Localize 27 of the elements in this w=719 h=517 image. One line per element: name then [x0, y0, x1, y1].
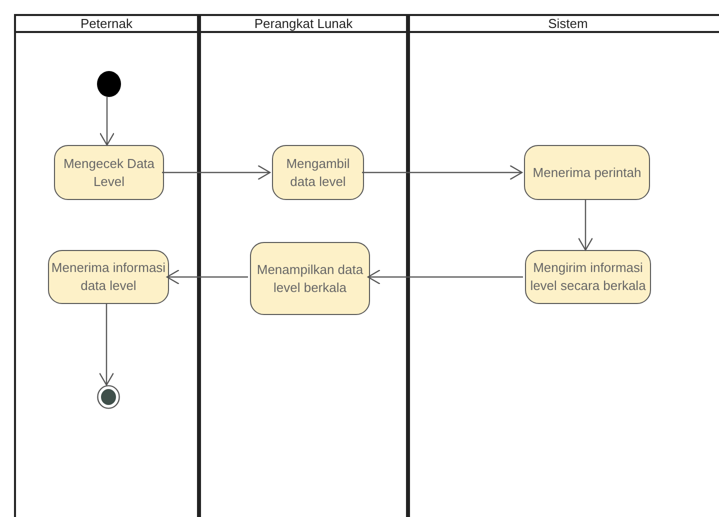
- arrow: [98, 304, 114, 386]
- activity-box: [250, 242, 370, 315]
- activity-box: [524, 145, 650, 200]
- lane-header: Sistem: [548, 17, 588, 30]
- activity-label: Mengirim informasi level secara berkala: [529, 259, 647, 295]
- arrow: [367, 269, 523, 285]
- end-node: [97, 385, 120, 409]
- arrow: [362, 164, 523, 180]
- arrow: [99, 97, 115, 146]
- start-node: [97, 71, 121, 97]
- lane-header: Perangkat Lunak: [254, 17, 353, 30]
- activity-label: Mengambil data level: [285, 154, 351, 190]
- activity-box: [525, 250, 651, 304]
- activity-box: [272, 145, 364, 200]
- activity-box: [54, 145, 164, 200]
- arrow: [578, 200, 594, 251]
- swimlane: [14, 14, 199, 517]
- arrow: [166, 269, 248, 285]
- arrow: [162, 164, 271, 180]
- activity-label: Menerima informasi data level: [50, 259, 167, 295]
- activity-label: Menerima perintah: [532, 164, 642, 182]
- activity-label: Menampilkan data level berkala: [256, 260, 364, 296]
- lane-header: Peternak: [80, 17, 133, 30]
- activity-label: Mengecek Data Level: [62, 154, 156, 190]
- activity-box: [48, 250, 169, 304]
- swimlane: [408, 14, 719, 517]
- swimlane: [199, 14, 408, 517]
